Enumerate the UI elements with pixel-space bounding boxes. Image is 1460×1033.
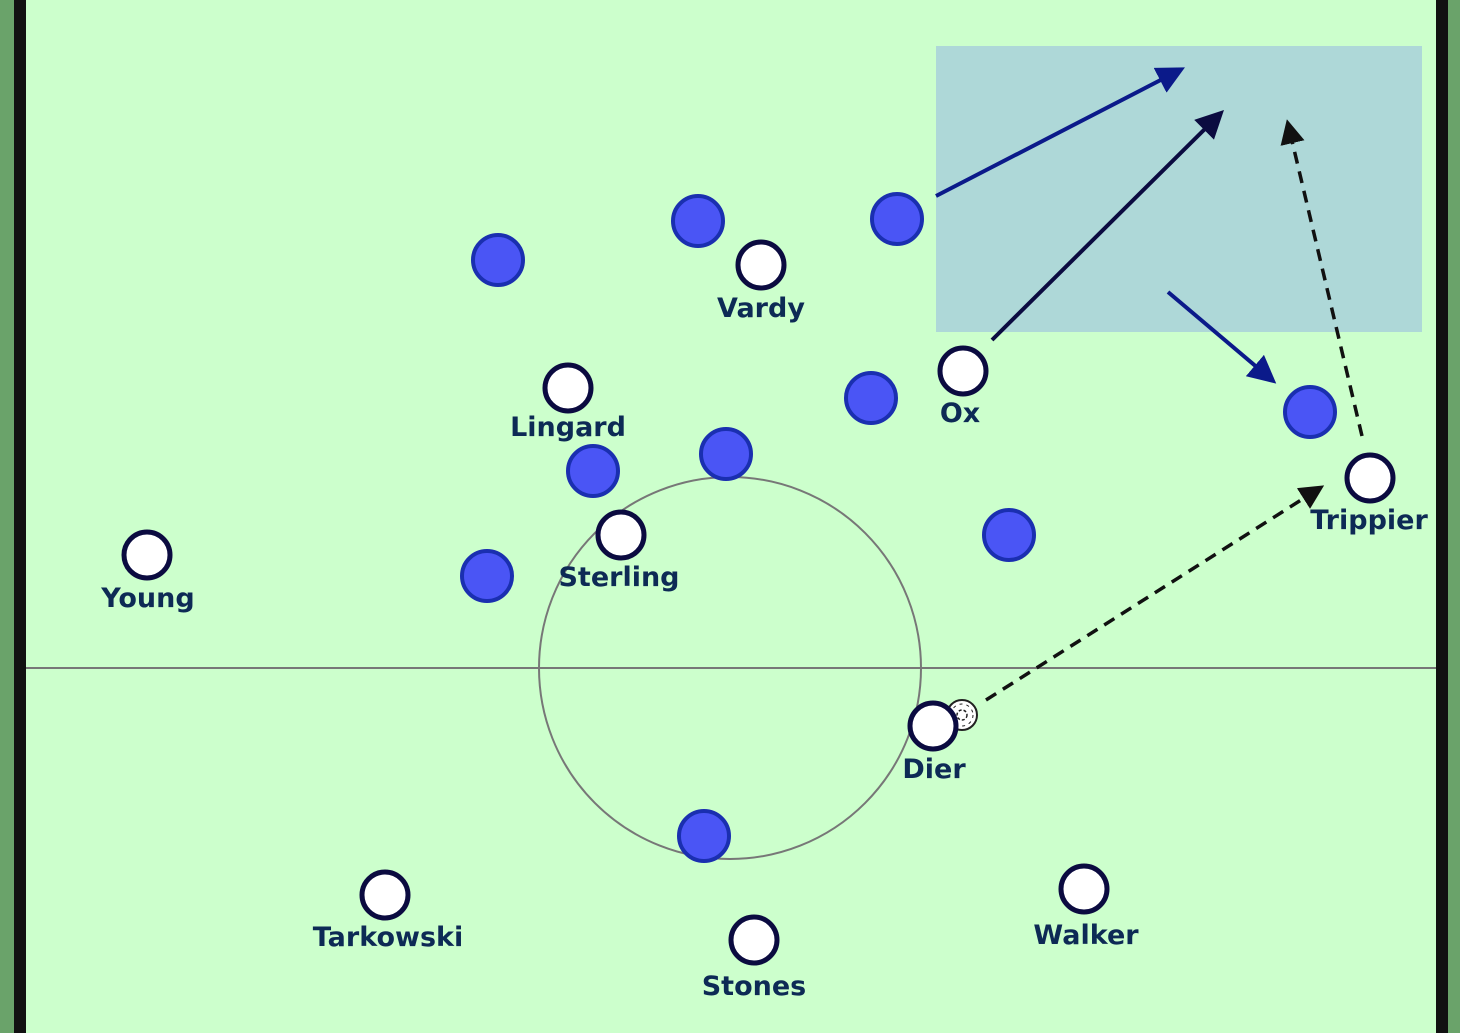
player-name: Sterling bbox=[558, 562, 679, 593]
outside-strip-left bbox=[0, 0, 14, 1033]
pass-arrow-trippier-run bbox=[1280, 119, 1364, 437]
player-name: Ox bbox=[940, 398, 980, 429]
player-walker: Walker bbox=[1033, 863, 1139, 951]
right-sideline bbox=[1436, 0, 1448, 1033]
opponent-player bbox=[677, 809, 731, 863]
pass-arrow-dier bbox=[985, 485, 1325, 702]
player-lingard: Lingard bbox=[510, 362, 626, 443]
player-vardy: Vardy bbox=[717, 239, 805, 324]
player-name: Tarkowski bbox=[313, 922, 463, 953]
player-ox: Ox bbox=[937, 345, 989, 429]
team-players: Vardy Lingard Ox Trippier Sterling Young… bbox=[100, 239, 1428, 1002]
opponent-player bbox=[844, 371, 898, 425]
outside-strip-right bbox=[1446, 0, 1460, 1033]
opponent-player bbox=[699, 427, 753, 481]
player-trippier: Trippier bbox=[1310, 452, 1428, 536]
player-dier: Dier bbox=[902, 700, 966, 785]
opponent-player bbox=[982, 508, 1036, 562]
run-arrow-ox bbox=[990, 110, 1224, 342]
opponent-player bbox=[1283, 385, 1337, 439]
player-young: Young bbox=[100, 529, 195, 614]
opponent-player bbox=[671, 194, 725, 248]
player-stones: Stones bbox=[702, 914, 807, 1002]
player-name: Stones bbox=[702, 971, 807, 1002]
player-name: Walker bbox=[1033, 920, 1139, 951]
player-sterling: Sterling bbox=[558, 509, 680, 593]
player-name: Young bbox=[100, 583, 194, 614]
run-arrow-defender bbox=[1166, 290, 1277, 384]
player-name: Vardy bbox=[717, 293, 805, 324]
opponent-player bbox=[471, 233, 525, 287]
opponent-player bbox=[870, 192, 924, 246]
player-name: Trippier bbox=[1310, 505, 1428, 536]
run-arrow-1 bbox=[935, 67, 1185, 198]
target-zone bbox=[936, 46, 1422, 332]
opponent-player bbox=[566, 444, 620, 498]
left-sideline bbox=[14, 0, 26, 1033]
opponent-player bbox=[460, 549, 514, 603]
player-tarkowski: Tarkowski bbox=[313, 869, 463, 953]
player-name: Lingard bbox=[510, 412, 626, 443]
opponent-players bbox=[460, 192, 1337, 863]
player-name: Dier bbox=[902, 754, 966, 785]
